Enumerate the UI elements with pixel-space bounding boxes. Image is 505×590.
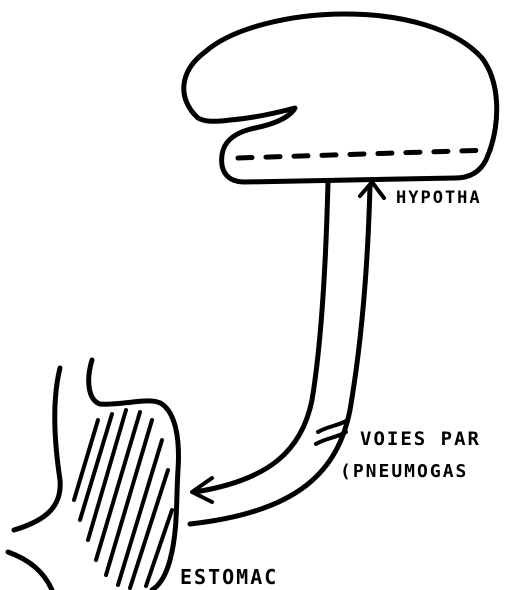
voies-label-line1: VOIES PAR bbox=[360, 428, 481, 450]
hypothalamus-label: HYPOTHA bbox=[396, 188, 482, 208]
stomach-hatching bbox=[74, 410, 172, 588]
estomac-label: ESTOMAC bbox=[180, 565, 278, 589]
hypothalamus-dashed-line bbox=[238, 150, 490, 158]
stomach-outline-bottom bbox=[8, 552, 52, 590]
voies-label-line2: (PNEUMOGAS bbox=[340, 461, 468, 482]
nerve-pathway-outer bbox=[195, 182, 328, 492]
stomach-outline-left bbox=[14, 368, 60, 530]
brain-outline bbox=[184, 14, 497, 182]
